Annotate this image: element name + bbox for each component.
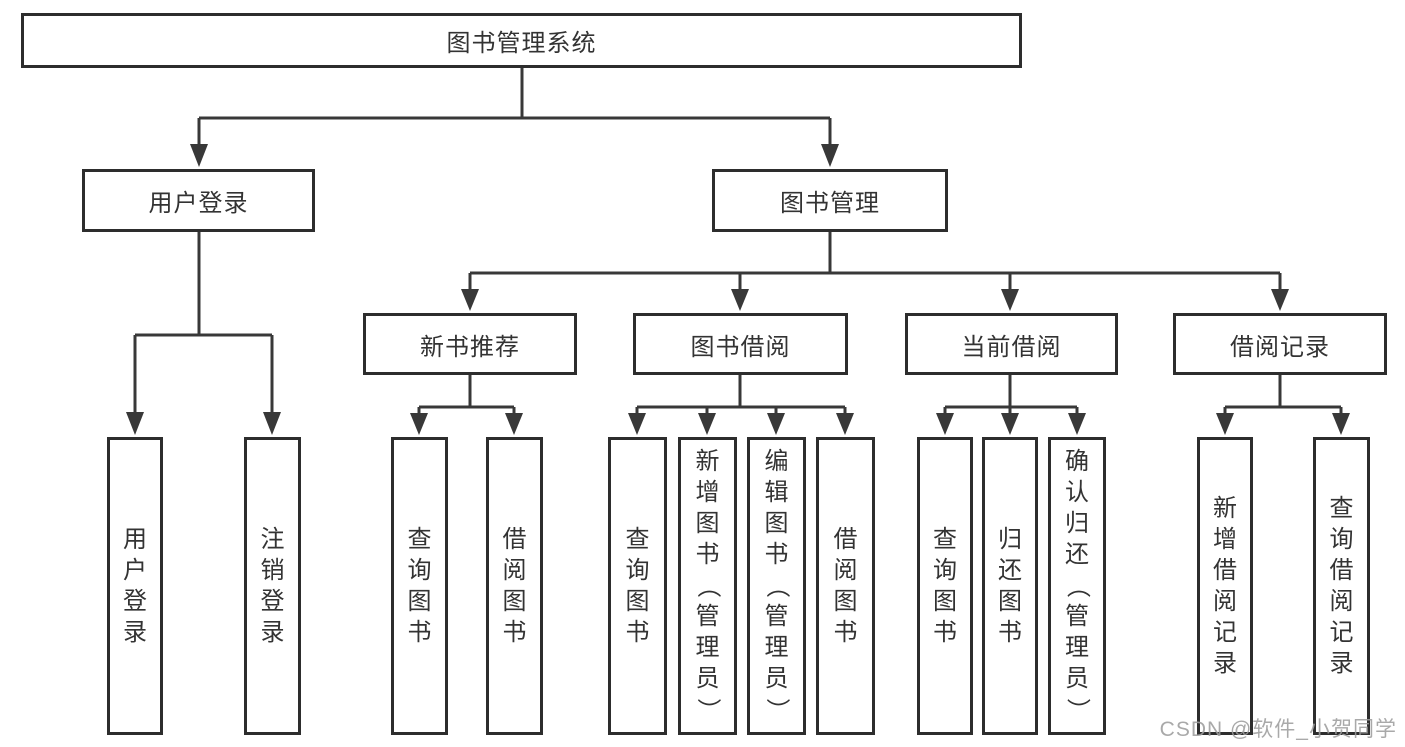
leaf-current-return-books: 归还图书 (982, 437, 1038, 735)
node-user-login: 用户登录 (82, 169, 315, 232)
leaf-borrowing-edit-books-admin: 编辑图书（管理员） (747, 437, 806, 735)
node-label: 图书管理系统 (446, 30, 597, 57)
node-label: 图书借阅 (690, 333, 791, 361)
node-label: 新书推荐 (420, 333, 520, 361)
node-current-borrowing: 当前借阅 (905, 313, 1118, 375)
leaf-records-add-borrow-record: 新增借阅记录 (1197, 437, 1253, 735)
node-label: 用户登录 (148, 190, 249, 217)
leaf-newbook-borrow-books: 借阅图书 (486, 437, 543, 735)
node-book-management: 图书管理 (712, 169, 948, 232)
leaf-records-query-borrow-record: 查询借阅记录 (1313, 437, 1370, 735)
leaf-borrowing-add-books-admin: 新增图书（管理员） (678, 437, 737, 735)
node-book-borrowing: 图书借阅 (633, 313, 848, 375)
leaf-current-query-books: 查询图书 (917, 437, 973, 735)
node-label: 图书管理 (780, 190, 880, 217)
leaf-user-login: 用户登录 (107, 437, 163, 735)
leaf-logout: 注销登录 (244, 437, 301, 735)
leaf-borrowing-borrow-books: 借阅图书 (816, 437, 875, 735)
node-label: 当前借阅 (961, 333, 1062, 361)
node-label: 借阅记录 (1230, 333, 1330, 361)
node-borrowing-records: 借阅记录 (1173, 313, 1387, 375)
watermark: CSDN @软件_小贺同学 (1159, 718, 1397, 741)
leaf-current-confirm-return-admin: 确认归还（管理员） (1048, 437, 1106, 735)
leaf-newbook-query-books: 查询图书 (391, 437, 448, 735)
leaf-borrowing-query-books: 查询图书 (608, 437, 667, 735)
node-new-book-recommendation: 新书推荐 (363, 313, 577, 375)
node-library-management-system: 图书管理系统 (21, 13, 1022, 68)
